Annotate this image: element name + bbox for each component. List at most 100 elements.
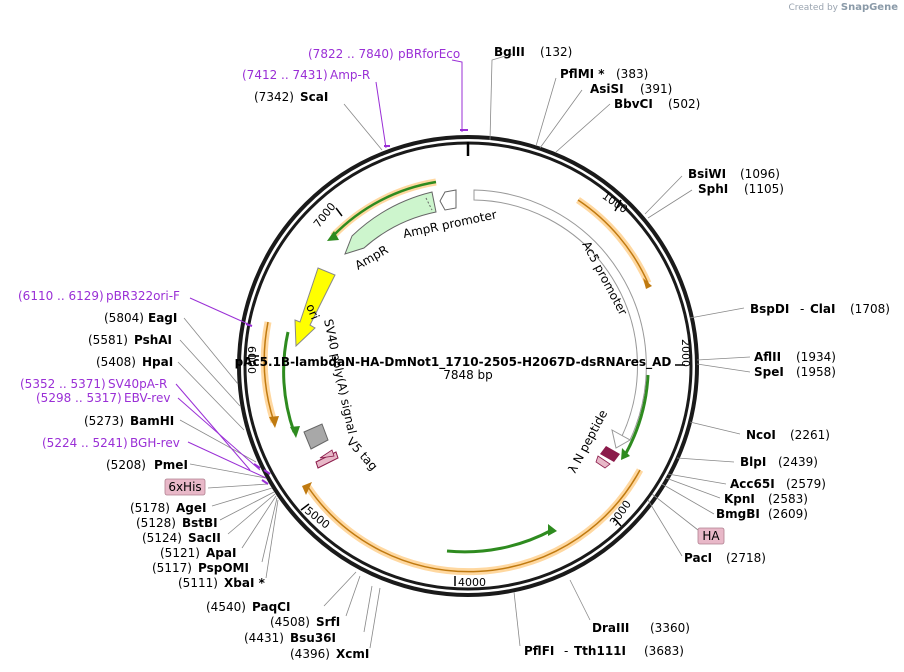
- ori-label: ori: [303, 302, 322, 322]
- site-bglii[interactable]: BglII: [494, 45, 525, 59]
- site-bspdi[interactable]: BspDI: [750, 302, 789, 316]
- site-bamhi[interactable]: BamHI: [130, 414, 174, 428]
- ha-badge: [697, 527, 725, 545]
- site-srfi[interactable]: SrfI: [316, 615, 340, 629]
- site-bamhi-pos: (5273): [84, 414, 124, 428]
- orf-arrowhead-left: [269, 416, 279, 428]
- site-blpi[interactable]: BlpI: [740, 455, 766, 469]
- his-badge-label: 6xHis: [168, 480, 201, 494]
- leader-sacii: [227, 493, 276, 535]
- site-bspdi-sep: -: [800, 302, 804, 316]
- site-bstbi[interactable]: BstBI: [182, 516, 218, 530]
- orf-arc-bottom: [305, 468, 644, 576]
- site-pspomi[interactable]: PspOMI: [198, 561, 249, 575]
- leader-paqci: [323, 571, 357, 607]
- site-draiii-pos: (3360): [650, 621, 690, 635]
- leader-spei: [696, 363, 751, 373]
- site-clai[interactable]: ClaI: [810, 302, 835, 316]
- site-spei-pos: (1958): [796, 365, 836, 379]
- sv40-terminator: [303, 423, 329, 450]
- site-draiii[interactable]: DraIII: [592, 621, 629, 635]
- site-xbai-pos: (5111): [178, 576, 218, 590]
- site-xcmi[interactable]: XcmI: [336, 647, 369, 661]
- site-hpai[interactable]: HpaI: [142, 355, 173, 369]
- site-spei[interactable]: SpeI: [754, 365, 784, 379]
- primer-pbr322ori-range: (6110 .. 6129): [18, 289, 104, 303]
- site-apai[interactable]: ApaI: [206, 546, 236, 560]
- primer-pbr322ori[interactable]: pBR322ori-F: [106, 289, 180, 303]
- site-agei[interactable]: AgeI: [176, 501, 206, 515]
- leader-bsiwi: [644, 175, 683, 215]
- site-paqci[interactable]: PaqCI: [252, 600, 290, 614]
- primer-mark-pbr322ori: [245, 323, 253, 327]
- leader-ncoi: [689, 421, 741, 435]
- orf-arc-1000-line: [577, 199, 649, 284]
- site-asisi[interactable]: AsiSI: [590, 82, 624, 96]
- site-bsu36i[interactable]: Bsu36I: [290, 631, 336, 645]
- primer-mark-sv40pa-r: [253, 463, 261, 469]
- site-xbai[interactable]: XbaI *: [224, 576, 266, 590]
- site-pshai-pos: (5581): [88, 333, 128, 347]
- site-ncoi[interactable]: NcoI: [746, 428, 776, 442]
- site-scai[interactable]: ScaI: [300, 90, 328, 104]
- primer-mark-bgh-rev: [261, 479, 269, 485]
- tick-7000: [335, 207, 343, 217]
- leader-xcmi: [369, 587, 381, 649]
- ac5-promoter-arrowhead: [611, 429, 632, 449]
- site-bsiwi[interactable]: BsiWI: [688, 167, 726, 181]
- site-pflfi[interactable]: PflFI: [524, 644, 554, 658]
- site-paqci-pos: (4540): [206, 600, 246, 614]
- site-eagi[interactable]: EagI: [148, 311, 177, 325]
- site-pmei[interactable]: PmeI: [154, 458, 188, 472]
- leader-bmgbi: [661, 483, 715, 515]
- site-bglii-pos: (132): [540, 45, 572, 59]
- leader-6xhis: [207, 483, 269, 489]
- site-tth111i-pos: (3683): [644, 644, 684, 658]
- primer-bgh-rev-range: (5224 .. 5241): [42, 436, 128, 450]
- site-kpni[interactable]: KpnI: [724, 492, 755, 506]
- sv40-label: SV40 poly(A) signal: [321, 318, 359, 436]
- primer-amp-r-range: (7412 .. 7431): [242, 68, 328, 82]
- backbone-outer: [237, 135, 699, 597]
- site-aflii[interactable]: AflII: [754, 350, 781, 364]
- leader-pshai: [179, 339, 241, 407]
- tick-label-2000: 2000: [679, 339, 692, 367]
- site-pshai[interactable]: PshAI: [134, 333, 172, 347]
- leader-ebv-rev: [177, 397, 261, 471]
- primer-bgh-rev[interactable]: BGH-rev: [130, 436, 180, 450]
- site-acc65i[interactable]: Acc65I: [730, 477, 775, 491]
- leader-bspdi: [689, 307, 745, 319]
- site-bbvci[interactable]: BbvCI: [614, 97, 653, 111]
- green-arrowhead-left: [290, 426, 300, 438]
- ampr-promoter-arrow: [439, 189, 457, 211]
- leader-bglii: [489, 53, 513, 141]
- site-bstbi-pos: (5128): [136, 516, 176, 530]
- leader-scai: [343, 103, 383, 151]
- site-sphi[interactable]: SphI: [698, 182, 728, 196]
- leader-bbvci: [555, 103, 611, 153]
- primer-pbrforeco-range: (7822 .. 7840): [308, 47, 394, 61]
- his-tag-arrow: [319, 449, 335, 459]
- site-asisi-pos: (391): [640, 82, 672, 96]
- tick-label-4000: 4000: [458, 576, 486, 589]
- green-arc-top: [332, 180, 437, 237]
- leader-pspomi: [261, 497, 278, 563]
- primer-sv40pa-r[interactable]: SV40pA-R: [108, 377, 167, 391]
- orf-arc-left-line: [263, 321, 275, 423]
- site-kpni-pos: (2583): [768, 492, 808, 506]
- leader-pflmi: [535, 77, 557, 147]
- site-paci[interactable]: PacI: [684, 551, 712, 565]
- primer-ebv-rev[interactable]: EBV-rev: [124, 391, 170, 405]
- primer-pbrforeco[interactable]: pBRforEco: [398, 47, 460, 61]
- site-pflmi[interactable]: PflMI *: [560, 67, 605, 81]
- lambda-peptide-arrow: [600, 446, 620, 462]
- site-bmgbi[interactable]: BmgBI: [716, 507, 760, 521]
- site-sacii-pos: (5124): [142, 531, 182, 545]
- site-tth111i[interactable]: Tth111I: [574, 644, 626, 658]
- watermark: Created by SnapGene: [788, 2, 898, 13]
- site-sacii[interactable]: SacII: [188, 531, 221, 545]
- primer-amp-r[interactable]: Amp-R: [330, 68, 370, 82]
- leader-blpi: [676, 457, 735, 463]
- site-scai-pos: (7342): [254, 90, 294, 104]
